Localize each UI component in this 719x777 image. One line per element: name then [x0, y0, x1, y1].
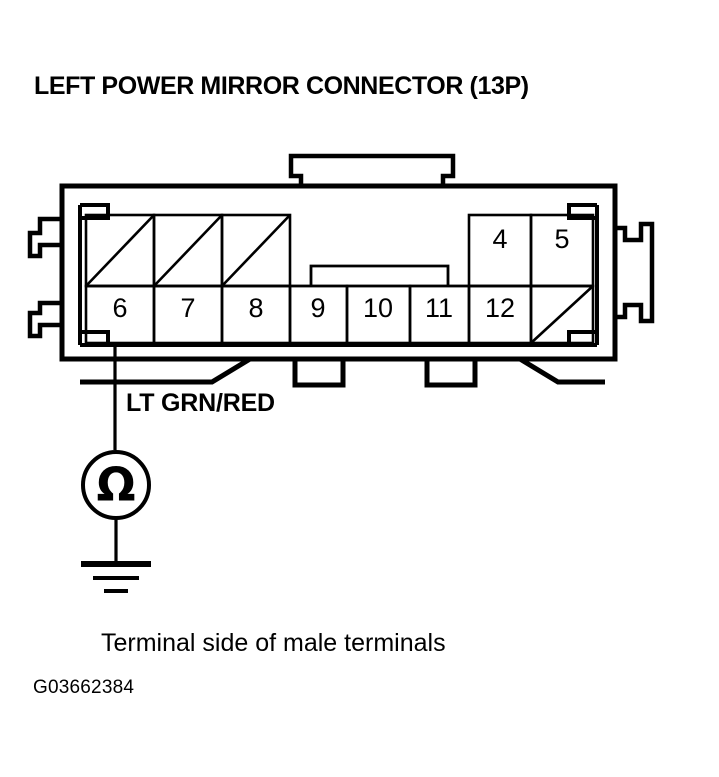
top-cell-blank-2: [152, 213, 224, 288]
wire-color-label: LT GRN/RED: [126, 389, 275, 417]
bottom-cell-12: 12: [467, 284, 533, 345]
inner-bracket-bottom-left: [80, 330, 110, 347]
top-cell-blank-3: [220, 213, 292, 288]
left-latch-tab-upper: [27, 216, 62, 259]
top-cell-4: 4: [467, 213, 533, 288]
pin-label-10: 10: [363, 293, 393, 323]
bottom-cell-blank: [529, 284, 595, 345]
pin-label-5: 5: [554, 224, 569, 254]
bottom-cell-11: 11: [408, 284, 471, 345]
figure-caption: Terminal side of male terminals: [101, 629, 446, 657]
pin-label-9: 9: [310, 293, 325, 323]
right-latch-tab: [615, 221, 655, 324]
left-latch-tab-lower: [27, 300, 62, 339]
bottom-cell-6: 6: [84, 284, 156, 345]
bottom-shoulder-left: [80, 356, 252, 385]
page-title: LEFT POWER MIRROR CONNECTOR (13P): [34, 72, 529, 100]
top-cell-5: 5: [529, 213, 595, 288]
top-latch-tab: [288, 153, 456, 189]
pin-label-11: 11: [425, 293, 453, 323]
pin-label-8: 8: [248, 293, 263, 323]
bottom-cell-7: 7: [152, 284, 224, 345]
bottom-shoulder-right: [518, 356, 605, 385]
connector-outer-shell: [59, 183, 618, 362]
blank-slash: [530, 285, 594, 344]
inner-bracket-bottom-right: [567, 330, 597, 347]
bottom-cell-8: 8: [220, 284, 292, 345]
bottom-cell-10: 10: [345, 284, 412, 345]
blank-slash: [153, 214, 223, 287]
pin-label-4: 4: [492, 224, 507, 254]
ohm-symbol-icon: Ω: [96, 458, 135, 512]
blank-slash: [221, 214, 291, 287]
pin-label-6: 6: [112, 293, 127, 323]
inner-bracket-top-left: [80, 203, 110, 220]
top-cell-blank-1: [84, 213, 156, 288]
pin-label-12: 12: [485, 293, 515, 323]
center-keying-notch: [309, 264, 450, 286]
blank-slash: [85, 214, 155, 287]
inner-bracket-top-right: [567, 203, 597, 220]
pin-label-7: 7: [180, 293, 195, 323]
bottom-cell-9: 9: [288, 284, 349, 345]
bottom-latch-tab: [250, 356, 520, 388]
figure-id-label: G03662384: [33, 677, 135, 698]
